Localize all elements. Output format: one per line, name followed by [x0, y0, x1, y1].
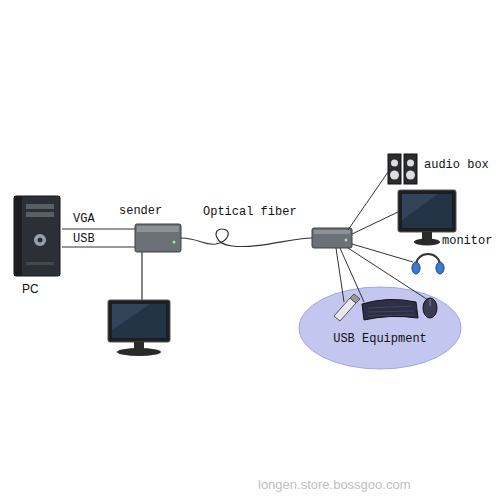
remote-monitor: monitor — [398, 190, 456, 246]
sender-device: sender — [135, 224, 181, 252]
pc-tower-shape — [12, 196, 62, 278]
edge-label-holder: VGA — [72, 213, 96, 226]
node-label: sender — [119, 204, 165, 218]
headphones — [412, 254, 444, 274]
local-monitor — [108, 300, 170, 356]
node-label: USB Equipment — [298, 332, 462, 346]
fiber-label: Optical fiber — [203, 205, 297, 219]
pc-tower: PC — [12, 196, 62, 278]
signal-label: USB — [72, 233, 96, 246]
node-label: monitor — [442, 234, 500, 248]
usb-equipment-group-shape — [298, 286, 462, 370]
fiber-label-holder: Optical fiber — [203, 205, 297, 219]
watermark: longen.store.bossgoo.com — [258, 478, 410, 492]
signal-label: VGA — [72, 213, 96, 226]
usb-cable — [62, 247, 135, 248]
node-label: audio box — [424, 158, 454, 172]
speakers: audio box — [388, 154, 418, 184]
sender-device-shape — [135, 224, 181, 252]
node-label: PC — [22, 282, 72, 296]
speakers-shape — [388, 154, 418, 184]
edge-label-holder: USB — [72, 233, 96, 246]
receiver-device — [312, 228, 352, 248]
vga-cable — [62, 229, 135, 230]
watermark-holder: longen.store.bossgoo.com — [258, 478, 410, 492]
usb-equipment-group: USB Equipment — [298, 286, 462, 370]
optical-fiber — [181, 229, 312, 247]
